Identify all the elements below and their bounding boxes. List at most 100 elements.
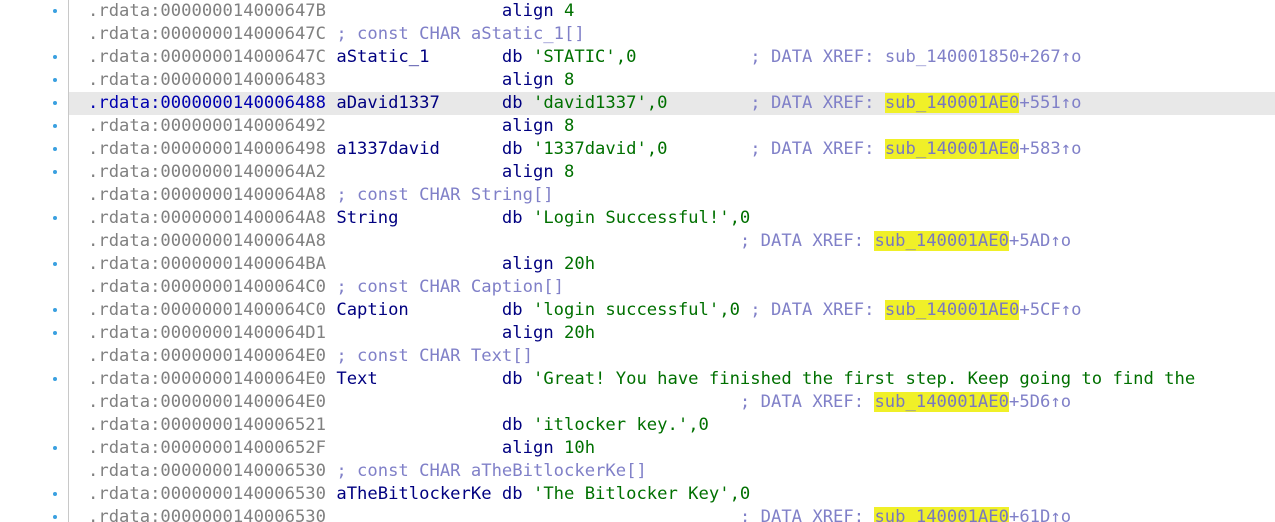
address[interactable]: .rdata:0000000140006530 [88,461,326,481]
address[interactable]: .rdata:00000001400064C0 [88,300,326,320]
address[interactable]: .rdata:00000001400064A8 [88,231,326,251]
string-terminator: ,0 [646,139,668,159]
address[interactable]: .rdata:00000001400064D1 [88,323,326,343]
mnemonic: db [501,139,533,159]
listing-line[interactable]: .rdata:0000000140006492 align 8 [69,115,1275,138]
listing-line[interactable]: .rdata:00000001400064A8 ; const CHAR Str… [69,184,1275,207]
xref-target-link[interactable]: sub_140001AE0 [884,139,1020,159]
listing-line[interactable]: .rdata:00000001400064BA align 20h [69,253,1275,276]
mnemonic: align [501,116,565,136]
address[interactable]: .rdata:0000000140006488 [88,93,326,113]
mnemonic: db [501,208,533,228]
label-name[interactable]: aTheBitlockerKe [326,484,502,504]
listing-line[interactable]: .rdata:0000000140006488 aDavid1337 db 'd… [69,92,1275,115]
gutter-dot-icon [53,515,57,519]
spacing [326,70,502,90]
address[interactable]: .rdata:00000001400064A8 [88,185,326,205]
spacing [326,231,740,251]
xref-offset[interactable]: +5D6↑o [1008,392,1072,412]
address[interactable]: .rdata:00000001400064BA [88,254,326,274]
label-name[interactable]: String [326,208,502,228]
string-terminator: ,0 [729,208,751,228]
xref-offset[interactable]: +267↑o [1019,47,1082,67]
listing-line[interactable]: .rdata:00000001400064A2 align 8 [69,161,1275,184]
xref-offset[interactable]: +551↑o [1019,93,1082,113]
xref-comment: ; DATA XREF: [750,300,885,320]
listing-line[interactable]: .rdata:00000001400064C0 ; const CHAR Cap… [69,276,1275,299]
listing-line[interactable]: .rdata:0000000140006521 db 'itlocker key… [69,414,1275,437]
spacing [326,438,502,458]
operand-value: 8 [564,116,575,136]
xref-offset[interactable]: +61D↑o [1008,507,1072,522]
listing-line[interactable]: .rdata:000000014000647B align 4 [69,0,1275,23]
address[interactable]: .rdata:000000014000647C [88,47,326,67]
listing-line[interactable]: .rdata:00000001400064A8 ; DATA XREF: sub… [69,230,1275,253]
label-name[interactable]: aDavid1337 [326,93,502,113]
gutter[interactable] [0,0,69,522]
listing-line[interactable]: .rdata:0000000140006530 ; DATA XREF: sub… [69,506,1275,522]
address[interactable]: .rdata:00000001400064E0 [88,346,326,366]
gutter-dot-icon [53,124,57,128]
disassembly-listing[interactable]: .rdata:000000014000647B align 4.rdata:00… [69,0,1275,522]
address[interactable]: .rdata:0000000140006530 [88,507,326,522]
listing-line[interactable]: .rdata:0000000140006483 align 8 [69,69,1275,92]
address[interactable]: .rdata:0000000140006498 [88,139,326,159]
string-literal: 'itlocker key.' [532,415,689,435]
mnemonic: db [501,93,533,113]
spacing [668,93,751,113]
listing-line[interactable]: .rdata:000000014000647C ; const CHAR aSt… [69,23,1275,46]
listing-line[interactable]: .rdata:0000000140006498 a1337david db '1… [69,138,1275,161]
spacing [326,162,502,182]
string-literal: '1337david' [532,139,647,159]
listing-line[interactable]: .rdata:000000014000652F align 10h [69,437,1275,460]
label-name[interactable]: Caption [326,300,502,320]
xref-comment: ; DATA XREF: [739,507,875,522]
string-literal: 'Login Successful!' [532,208,730,228]
type-declaration-comment: ; const CHAR String[] [326,185,554,205]
listing-line[interactable]: .rdata:00000001400064E0 Text db 'Great! … [69,368,1275,391]
type-declaration-comment: ; const CHAR aTheBitlockerKe[] [326,461,647,481]
listing-line[interactable]: .rdata:0000000140006530 ; const CHAR aTh… [69,460,1275,483]
address[interactable]: .rdata:0000000140006492 [88,116,326,136]
label-name[interactable]: Text [326,369,502,389]
address[interactable]: .rdata:0000000140006530 [88,484,326,504]
gutter-dot-icon [53,216,57,220]
listing-line[interactable]: .rdata:00000001400064D1 align 20h [69,322,1275,345]
xref-offset[interactable]: +5CF↑o [1019,300,1082,320]
xref-target-link[interactable]: sub_140001850 [884,47,1020,67]
gutter-dot-icon [53,147,57,151]
address[interactable]: .rdata:00000001400064A2 [88,162,326,182]
address[interactable]: .rdata:00000001400064E0 [88,369,326,389]
operand-value: 10h [564,438,596,458]
address[interactable]: .rdata:000000014000647B [88,1,326,21]
gutter-dot-icon [53,446,57,450]
address[interactable]: .rdata:0000000140006483 [88,70,326,90]
xref-target-link[interactable]: sub_140001AE0 [884,300,1020,320]
xref-target-link[interactable]: sub_140001AE0 [884,93,1020,113]
xref-target-link[interactable]: sub_140001AE0 [874,392,1009,412]
xref-target-link[interactable]: sub_140001AE0 [874,231,1009,251]
operand-value: 20h [564,323,596,343]
xref-target-link[interactable]: sub_140001AE0 [874,507,1009,522]
gutter-dot-icon [53,101,57,105]
address[interactable]: .rdata:0000000140006521 [88,415,326,435]
listing-line[interactable]: .rdata:000000014000647C aStatic_1 db 'ST… [69,46,1275,69]
xref-offset[interactable]: +583↑o [1019,139,1082,159]
label-name[interactable]: aStatic_1 [326,47,502,67]
label-name[interactable]: a1337david [326,139,502,159]
address[interactable]: .rdata:000000014000652F [88,438,326,458]
address[interactable]: .rdata:00000001400064E0 [88,392,326,412]
address[interactable]: .rdata:00000001400064C0 [88,277,326,297]
listing-line[interactable]: .rdata:00000001400064C0 Caption db 'logi… [69,299,1275,322]
xref-offset[interactable]: +5AD↑o [1008,231,1072,251]
listing-line[interactable]: .rdata:00000001400064E0 ; const CHAR Tex… [69,345,1275,368]
address[interactable]: .rdata:000000014000647C [88,24,326,44]
spacing [326,392,740,412]
listing-line[interactable]: .rdata:00000001400064E0 ; DATA XREF: sub… [69,391,1275,414]
mnemonic: db [501,415,533,435]
gutter-dot-icon [53,78,57,82]
address[interactable]: .rdata:00000001400064A8 [88,208,326,228]
listing-line[interactable]: .rdata:0000000140006530 aTheBitlockerKe … [69,483,1275,506]
listing-line[interactable]: .rdata:00000001400064A8 String db 'Login… [69,207,1275,230]
